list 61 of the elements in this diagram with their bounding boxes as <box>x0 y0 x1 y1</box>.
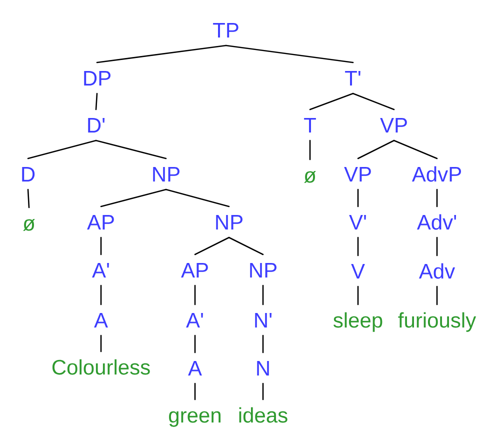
branch-line <box>165 188 230 208</box>
branch-line <box>357 236 359 256</box>
branch-line <box>262 334 264 354</box>
branch-line <box>100 188 167 208</box>
branch-line <box>262 382 264 400</box>
branch-line <box>309 92 354 110</box>
category-label: D <box>22 167 35 182</box>
word-label: sleep <box>333 312 382 332</box>
word-label: ø <box>304 171 316 183</box>
branch-line <box>95 140 167 160</box>
branch-line <box>27 188 30 208</box>
category-label: N <box>257 361 269 376</box>
word-label: ø <box>23 219 35 231</box>
branch-line <box>225 44 354 64</box>
word-label: ideas <box>239 407 288 423</box>
branch-line <box>194 334 196 354</box>
branch-line <box>95 92 98 110</box>
category-label: VP <box>380 118 407 132</box>
category-label: V' <box>349 215 366 230</box>
branch-line <box>357 140 395 160</box>
category-label: TP <box>213 23 238 38</box>
branch-line <box>228 236 264 256</box>
branch-line <box>393 140 438 160</box>
category-label: V <box>351 264 365 278</box>
category-label: AdvP <box>412 166 461 182</box>
branch-line <box>27 140 97 160</box>
branch-line <box>100 284 102 306</box>
branch-line <box>352 92 395 110</box>
category-label: NP <box>250 263 276 278</box>
branch-line <box>357 188 359 208</box>
branch-line <box>100 236 102 256</box>
branch-line <box>100 334 102 352</box>
category-label: N' <box>255 313 272 328</box>
category-label: DP <box>84 71 110 86</box>
category-label: A <box>94 313 108 328</box>
category-label: VP <box>344 167 371 182</box>
category-label: NP <box>216 215 242 230</box>
branch-line <box>96 44 227 64</box>
category-label: A' <box>92 263 109 278</box>
branch-line <box>262 284 264 306</box>
category-label: A <box>188 361 202 376</box>
category-label: A' <box>186 313 203 328</box>
branch-line <box>194 236 230 256</box>
category-label: Adv <box>418 263 456 279</box>
branch-line <box>436 286 438 306</box>
word-label: furiously <box>398 312 476 332</box>
branch-line <box>357 286 359 306</box>
branch-line <box>194 382 196 400</box>
branch-line <box>194 284 196 306</box>
category-label: D' <box>88 118 105 132</box>
branch-line <box>309 140 311 160</box>
word-label: Colourless <box>52 359 150 375</box>
category-label: AP <box>181 263 208 278</box>
branch-line <box>436 188 438 208</box>
category-label: T' <box>345 71 360 86</box>
category-label: Adv' <box>416 214 456 230</box>
category-label: AP <box>87 215 114 230</box>
category-label: T <box>304 118 316 132</box>
word-label: green <box>169 411 220 427</box>
branch-line <box>436 236 438 256</box>
category-label: NP <box>153 167 180 182</box>
